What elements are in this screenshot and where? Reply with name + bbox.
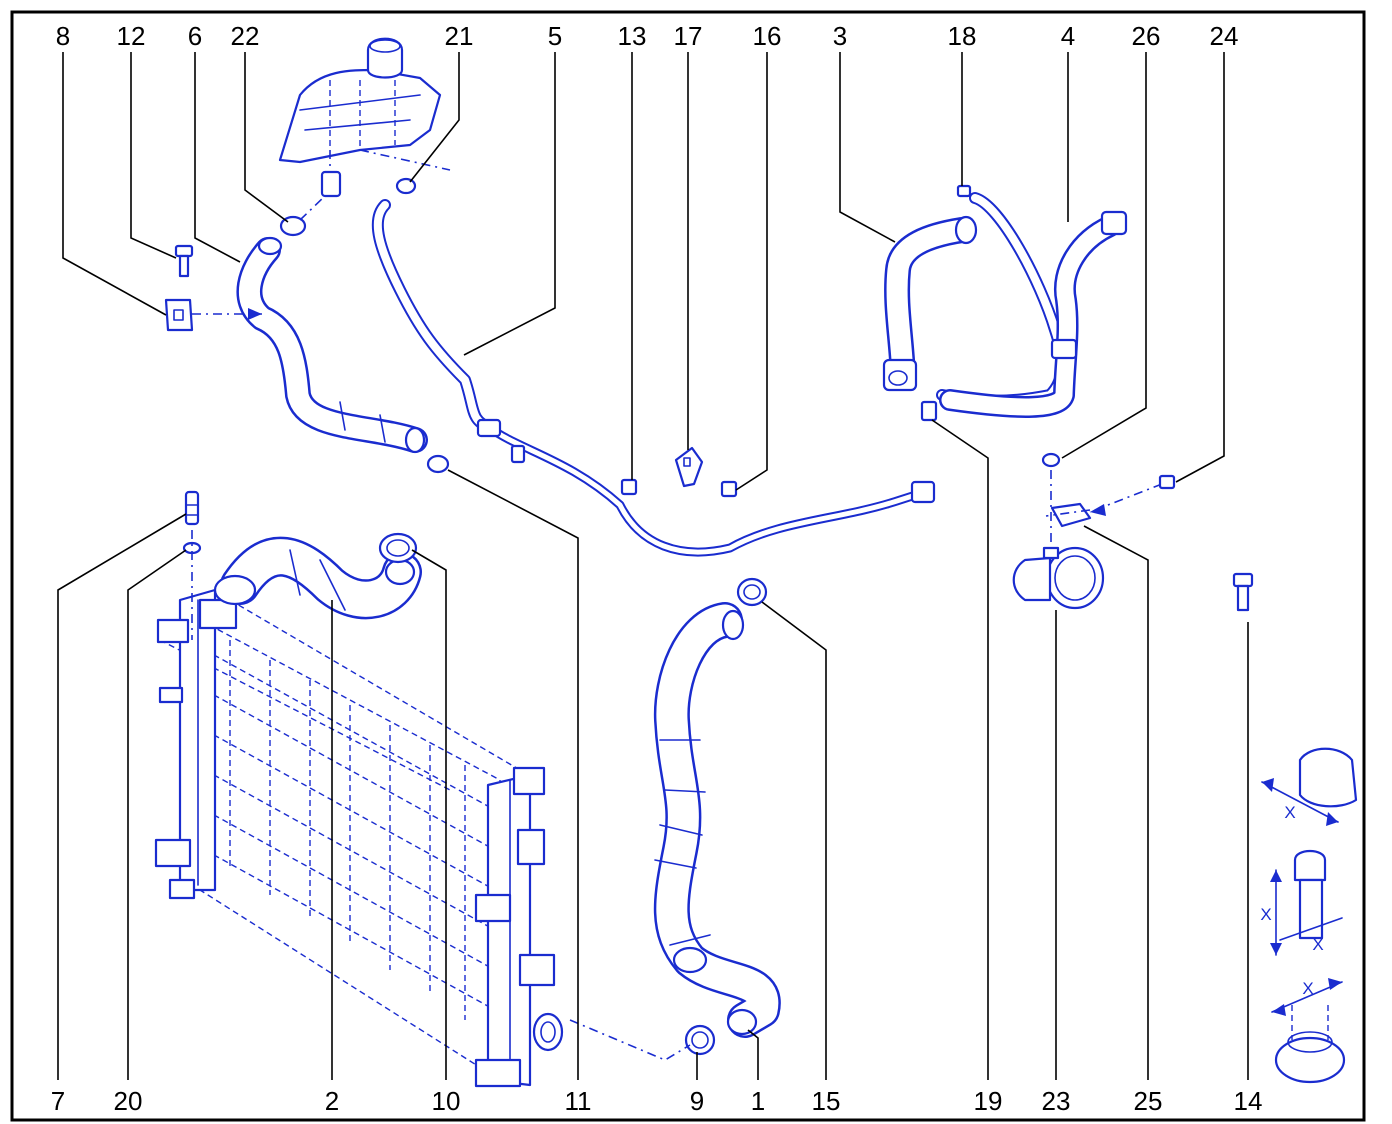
callout-17: 17 (674, 21, 703, 51)
callout-numbers: 8 12 6 22 21 5 13 17 16 3 18 4 26 24 7 2… (51, 21, 1263, 1116)
hose-5 (371, 199, 936, 557)
radiator-fins (204, 640, 496, 1020)
callout-13: 13 (618, 21, 647, 51)
dimension-detail-grommet: X (1271, 978, 1346, 1084)
hose-6 (236, 236, 428, 454)
callout-16: 16 (753, 21, 782, 51)
callout-20: 20 (114, 1086, 143, 1116)
bracket-8 (164, 298, 194, 332)
dimension-label-x: X (1260, 905, 1271, 924)
hose-3 (882, 215, 978, 392)
callout-19: 19 (974, 1086, 1003, 1116)
callout-21: 21 (445, 21, 474, 51)
diagram-frame (10, 10, 1366, 1122)
dimension-detail-bolt: X X (1260, 849, 1343, 956)
clamp-15 (736, 577, 768, 607)
callout-8: 8 (56, 21, 70, 51)
callout-9: 9 (690, 1086, 704, 1116)
callout-2: 2 (325, 1086, 339, 1116)
callout-1: 1 (751, 1086, 765, 1116)
callout-14: 14 (1234, 1086, 1263, 1116)
hose-2 (213, 536, 422, 620)
callout-15: 15 (812, 1086, 841, 1116)
bleed-screw-7 (184, 490, 200, 526)
bolt-12 (174, 244, 194, 278)
bolt-14 (1232, 572, 1254, 612)
callout-12: 12 (117, 21, 146, 51)
dimension-label-x: X (1302, 979, 1313, 998)
callout-10: 10 (432, 1086, 461, 1116)
callout-6: 6 (188, 21, 202, 51)
clip-19 (920, 400, 938, 422)
water-pump-23 (1012, 546, 1105, 610)
callout-26: 26 (1132, 21, 1161, 51)
hose-4 (936, 192, 1128, 418)
clamp-9 (684, 1024, 716, 1056)
dimension-label-x: X (1312, 935, 1323, 954)
callout-11: 11 (565, 1086, 592, 1116)
clamp-10 (378, 532, 418, 564)
bracket-17 (674, 446, 704, 488)
callout-3: 3 (833, 21, 847, 51)
dimension-detail-clip: X (1261, 747, 1358, 826)
clamp-11 (426, 454, 450, 474)
clip-13 (620, 478, 638, 496)
callout-25: 25 (1134, 1086, 1163, 1116)
dimension-label-x: X (1284, 803, 1295, 822)
callout-5: 5 (548, 21, 562, 51)
callout-4: 4 (1061, 21, 1075, 51)
callout-7: 7 (51, 1086, 65, 1116)
callout-18: 18 (948, 21, 977, 51)
expansion-tank (278, 37, 451, 198)
clip-18 (956, 184, 972, 198)
grommet-26 (1041, 452, 1061, 468)
clamp-21 (395, 177, 417, 195)
nut-24 (1158, 474, 1176, 490)
callout-22: 22 (231, 21, 260, 51)
clip-16 (720, 480, 738, 498)
radiator-right-tank (486, 773, 532, 1087)
callout-24: 24 (1210, 21, 1239, 51)
radiator-outlet (532, 1012, 564, 1052)
leader-lines (57, 52, 1249, 1080)
bracket-25 (1050, 502, 1092, 528)
hose-1 (653, 602, 781, 1038)
callout-23: 23 (1042, 1086, 1071, 1116)
radiator (154, 588, 564, 1088)
